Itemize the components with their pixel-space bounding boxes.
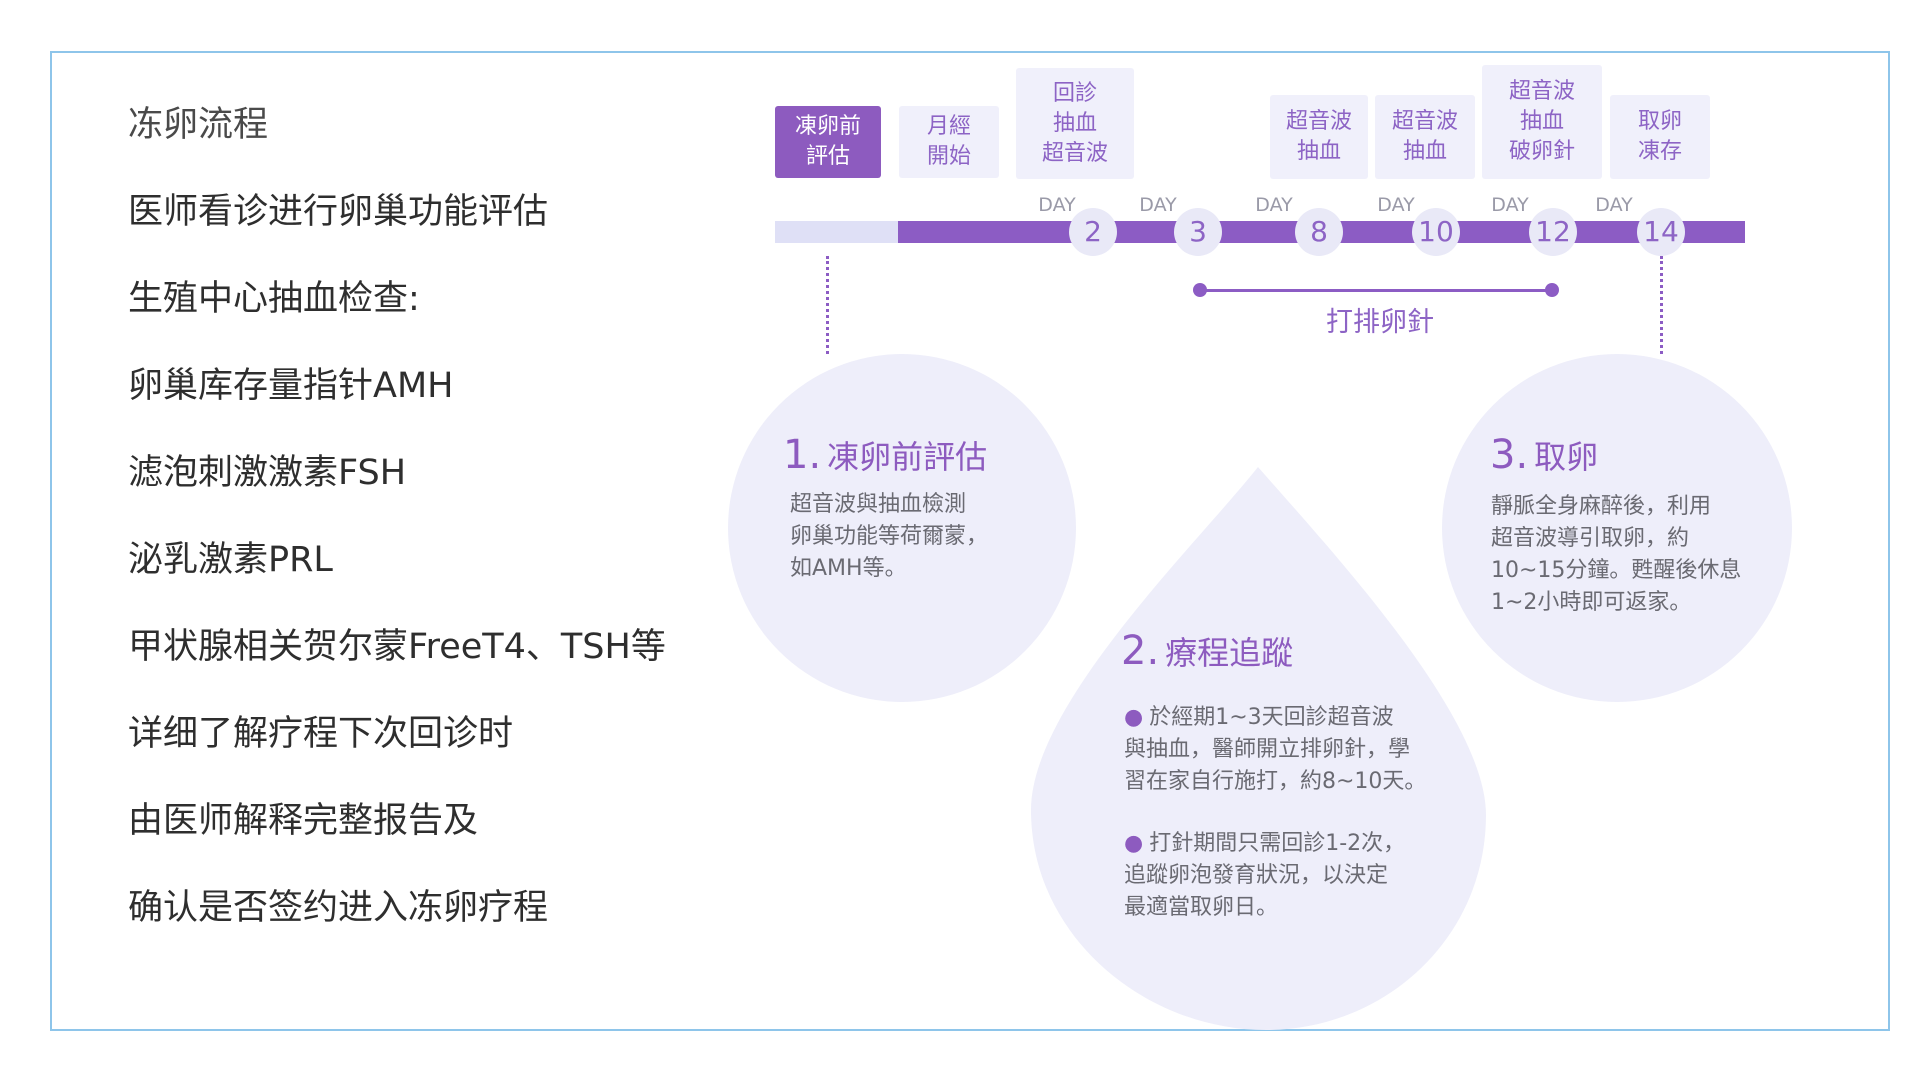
evaluation-line: 如AMH等。: [790, 556, 907, 581]
day-label: DAY: [1595, 194, 1633, 216]
tracking-line: 打針期間只需回診1-2次，: [1149, 831, 1406, 856]
tracking-drop: [1031, 467, 1486, 1030]
day-label: DAY: [1491, 194, 1529, 216]
stage-pre-evaluation: 凍卵前 評估: [775, 106, 881, 178]
tracking-line: 追蹤卵泡發育狀況，以決定: [1124, 863, 1389, 888]
retrieval-title-text: 取卵: [1534, 438, 1599, 476]
day-label: DAY: [1038, 194, 1076, 216]
tracking-text: ●於經期1~3天回診超音波 與抽血，醫師開立排卵針，學 習在家自行施打，約8~1…: [1124, 702, 1426, 924]
tracking-line: 習在家自行施打，約8~10天。: [1124, 769, 1427, 794]
stage-label: 超音波 抽血: [1391, 109, 1458, 164]
stage-label: 取卵 凍存: [1637, 109, 1682, 164]
process-steps-list: 冻卵流程 医师看诊进行卵巢功能评估 生殖中心抽血检查: 卵巢库存量指针AMH 滤…: [128, 96, 666, 966]
injection-range-label: 打排卵針: [1326, 307, 1434, 338]
bullet-icon: ●: [1124, 705, 1144, 730]
stage-trigger-shot: 超音波 抽血 破卵針: [1482, 65, 1602, 179]
connector-evaluation: [826, 256, 829, 354]
step-item: 滤泡刺激激素FSH: [128, 453, 407, 493]
evaluation-circle: [728, 354, 1076, 702]
retrieval-title: 3.取卵: [1490, 432, 1598, 478]
bullet-icon: ●: [1124, 831, 1144, 856]
day-node-8: 8: [1295, 208, 1343, 256]
steps-heading: 冻卵流程: [128, 105, 269, 145]
step-item: 确认是否签约进入冻卵疗程: [128, 888, 549, 928]
retrieval-line: 超音波導引取卵，約: [1491, 526, 1690, 551]
connector-retrieval: [1660, 256, 1663, 354]
evaluation-number: 1.: [783, 432, 822, 478]
tracking-title: 2.療程追蹤: [1121, 628, 1293, 674]
stage-ultrasound-day10: 超音波 抽血: [1375, 95, 1475, 179]
step-item: 甲状腺相关贺尔蒙FreeT4、TSH等: [128, 627, 666, 667]
tracking-line: 於經期1~3天回診超音波: [1149, 705, 1394, 730]
stage-retrieval-freeze: 取卵 凍存: [1610, 95, 1710, 179]
step-item: 医师看诊进行卵巢功能评估: [128, 192, 549, 232]
day-label: DAY: [1139, 194, 1177, 216]
retrieval-line: 10~15分鐘。甦醒後休息: [1491, 558, 1742, 583]
retrieval-circle: [1442, 354, 1792, 702]
day-node-3: 3: [1174, 208, 1222, 256]
tracking-title-text: 療程追蹤: [1165, 634, 1294, 672]
step-item: 生殖中心抽血检查:: [128, 279, 420, 319]
tracking-line: 與抽血，醫師開立排卵針，學: [1124, 737, 1411, 762]
evaluation-title-text: 凍卵前評估: [827, 438, 988, 476]
retrieval-number: 3.: [1490, 432, 1529, 478]
stage-period-start: 月經 開始: [899, 106, 999, 178]
stage-label: 月經 開始: [926, 114, 971, 169]
injection-range-line: [1200, 289, 1552, 292]
step-item: 卵巢库存量指针AMH: [128, 366, 454, 406]
day-node-2: 2: [1069, 208, 1117, 256]
injection-range-start: [1193, 283, 1207, 297]
day-node-10: 10: [1412, 208, 1460, 256]
content-frame: [50, 51, 1890, 1031]
stage-ultrasound-day8: 超音波 抽血: [1270, 95, 1368, 179]
timeline-bar-pre: [775, 221, 898, 243]
injection-range-end: [1545, 283, 1559, 297]
retrieval-line: 1~2小時即可返家。: [1491, 590, 1692, 615]
step-item: 泌乳激素PRL: [128, 540, 333, 580]
tracking-drop-shape: [1031, 467, 1486, 1030]
evaluation-title: 1.凍卵前評估: [783, 432, 987, 478]
step-item: 由医师解释完整报告及: [128, 801, 479, 841]
tracking-number: 2.: [1121, 628, 1160, 674]
day-node-14: 14: [1637, 208, 1685, 256]
stage-label: 回診 抽血 超音波: [1041, 80, 1108, 166]
stage-label: 超音波 抽血: [1285, 109, 1352, 164]
stage-label: 超音波 抽血 破卵針: [1508, 79, 1575, 164]
day-node-12: 12: [1529, 208, 1577, 256]
stage-label: 凍卵前 評估: [794, 114, 861, 169]
retrieval-text: 靜脈全身麻醉後，利用 超音波導引取卵，約 10~15分鐘。甦醒後休息 1~2小時…: [1491, 491, 1741, 619]
day-label: DAY: [1377, 194, 1415, 216]
evaluation-line: 超音波與抽血檢測: [790, 492, 967, 517]
day-label: DAY: [1255, 194, 1293, 216]
evaluation-line: 卵巢功能等荷爾蒙，: [790, 524, 989, 549]
retrieval-line: 靜脈全身麻醉後，利用: [1491, 494, 1712, 519]
stage-revisit: 回診 抽血 超音波: [1016, 68, 1134, 179]
evaluation-text: 超音波與抽血檢測 卵巢功能等荷爾蒙， 如AMH等。: [790, 489, 988, 585]
step-item: 详细了解疗程下次回诊时: [128, 714, 514, 754]
tracking-line: 最適當取卵日。: [1124, 895, 1279, 920]
